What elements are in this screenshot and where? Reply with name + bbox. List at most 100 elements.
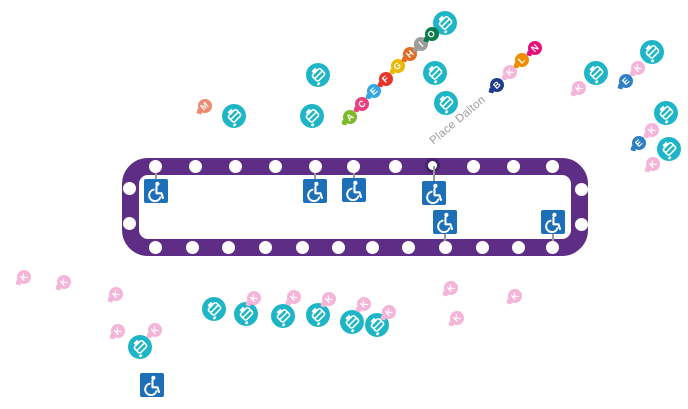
- line-badge-k[interactable]: K: [645, 123, 659, 137]
- ticket-glyph: [659, 105, 674, 124]
- line-badge-c[interactable]: C: [355, 97, 369, 111]
- line-badge-k[interactable]: K: [111, 324, 125, 338]
- station-dot[interactable]: [148, 240, 162, 254]
- station-dot[interactable]: [221, 240, 235, 254]
- ticket-glyph: [428, 65, 443, 84]
- station-dot[interactable]: [545, 159, 559, 173]
- station-dot[interactable]: [574, 182, 588, 196]
- station-connector-line: [552, 222, 554, 247]
- ticket-validator-icon[interactable]: [365, 313, 389, 337]
- line-badge-letter: K: [382, 305, 395, 318]
- ticket-validator-icon[interactable]: [271, 304, 295, 328]
- line-badge-letter: K: [247, 291, 260, 304]
- station-dot[interactable]: [401, 240, 415, 254]
- line-badge-e[interactable]: E: [367, 84, 381, 98]
- station-dot[interactable]: [511, 240, 525, 254]
- line-badge-k[interactable]: K: [247, 291, 261, 305]
- ticket-validator-icon[interactable]: [340, 310, 364, 334]
- station-connector-line: [154, 166, 157, 191]
- wheelchair-accessible-icon: [140, 373, 164, 397]
- station-dot[interactable]: [268, 159, 282, 173]
- line-badge-b[interactable]: B: [490, 78, 504, 92]
- station-dot[interactable]: [308, 159, 322, 173]
- line-badge-letter: K: [646, 157, 659, 170]
- ticket-validator-icon[interactable]: [654, 101, 678, 125]
- station-dot[interactable]: [148, 159, 162, 173]
- wheelchair-accessible-icon: [541, 210, 565, 234]
- station-dot[interactable]: [228, 159, 242, 173]
- line-badge-k[interactable]: K: [646, 157, 660, 171]
- line-badge-k[interactable]: K: [17, 270, 31, 284]
- ticket-validator-icon[interactable]: [306, 303, 330, 327]
- line-badge-k[interactable]: K: [444, 281, 458, 295]
- ticket-validator-icon[interactable]: [640, 40, 664, 64]
- station-dot[interactable]: [122, 216, 136, 230]
- line-badge-letter: K: [57, 275, 70, 288]
- ticket-validator-icon[interactable]: [434, 91, 458, 115]
- line-badge-e[interactable]: E: [619, 74, 633, 88]
- line-badge-m[interactable]: M: [198, 99, 212, 113]
- station-dot[interactable]: [185, 240, 199, 254]
- station-connector-line: [444, 222, 446, 247]
- station-dot[interactable]: [346, 159, 360, 173]
- line-badge-k[interactable]: K: [57, 275, 71, 289]
- ticket-validator-icon[interactable]: [222, 104, 246, 128]
- station-dot[interactable]: [506, 159, 520, 173]
- line-badge-k[interactable]: K: [382, 305, 396, 319]
- ticket-validator-icon[interactable]: [234, 302, 258, 326]
- ticket-glyph: [345, 314, 360, 333]
- ticket-glyph: [589, 65, 604, 84]
- wheelchair-glyph: [144, 375, 161, 396]
- ticket-glyph: [305, 108, 320, 127]
- ticket-glyph: [662, 141, 677, 160]
- ticket-glyph: [311, 67, 326, 86]
- station-dot[interactable]: [475, 240, 489, 254]
- station-dot[interactable]: [466, 159, 480, 173]
- ticket-glyph: [276, 308, 291, 327]
- line-badge-k[interactable]: K: [322, 292, 336, 306]
- ticket-validator-icon[interactable]: [128, 335, 152, 359]
- line-badge-k[interactable]: K: [503, 65, 517, 79]
- ticket-validator-icon[interactable]: [423, 61, 447, 85]
- line-badge-k[interactable]: K: [109, 287, 123, 301]
- line-badge-g[interactable]: G: [391, 59, 405, 73]
- station-dot[interactable]: [365, 240, 379, 254]
- station-dot[interactable]: [188, 159, 202, 173]
- ticket-validator-icon[interactable]: [306, 63, 330, 87]
- line-badge-letter: K: [17, 270, 30, 283]
- line-badge-k[interactable]: K: [287, 290, 301, 304]
- ticket-validator-icon[interactable]: [202, 297, 226, 321]
- wheelchair-accessible-icon: [144, 179, 168, 203]
- station-connector-line: [314, 166, 316, 191]
- line-badge-e[interactable]: E: [632, 136, 646, 150]
- line-badge-k[interactable]: K: [572, 81, 586, 95]
- line-badge-letter: K: [357, 297, 370, 310]
- line-badge-l[interactable]: L: [515, 53, 529, 67]
- station-dot[interactable]: [545, 240, 559, 254]
- station-dot[interactable]: [438, 240, 452, 254]
- line-badge-k[interactable]: K: [357, 297, 371, 311]
- line-badge-k[interactable]: K: [508, 289, 522, 303]
- station-dot[interactable]: [122, 181, 136, 195]
- line-badge-o[interactable]: O: [425, 27, 439, 41]
- line-badge-k[interactable]: K: [148, 323, 162, 337]
- station-dot[interactable]: [574, 217, 588, 231]
- wheelchair-glyph: [148, 181, 165, 202]
- line-badge-f[interactable]: F: [379, 72, 393, 86]
- line-badge-letter: K: [111, 324, 124, 337]
- station-dot[interactable]: [388, 159, 402, 173]
- line-badge-a[interactable]: A: [343, 110, 357, 124]
- ticket-validator-icon[interactable]: [584, 61, 608, 85]
- station-dot[interactable]: [258, 240, 272, 254]
- station-dot[interactable]: [331, 240, 345, 254]
- station-dot[interactable]: [295, 240, 309, 254]
- ticket-validator-icon[interactable]: [300, 104, 324, 128]
- line-badge-n[interactable]: N: [528, 41, 542, 55]
- ticket-glyph: [239, 306, 254, 325]
- line-badge-letter: L: [516, 54, 528, 66]
- line-badge-k[interactable]: K: [450, 311, 464, 325]
- line-badge-k[interactable]: K: [631, 61, 645, 75]
- ticket-validator-icon[interactable]: [657, 137, 681, 161]
- line-badge-letter: A: [343, 110, 356, 123]
